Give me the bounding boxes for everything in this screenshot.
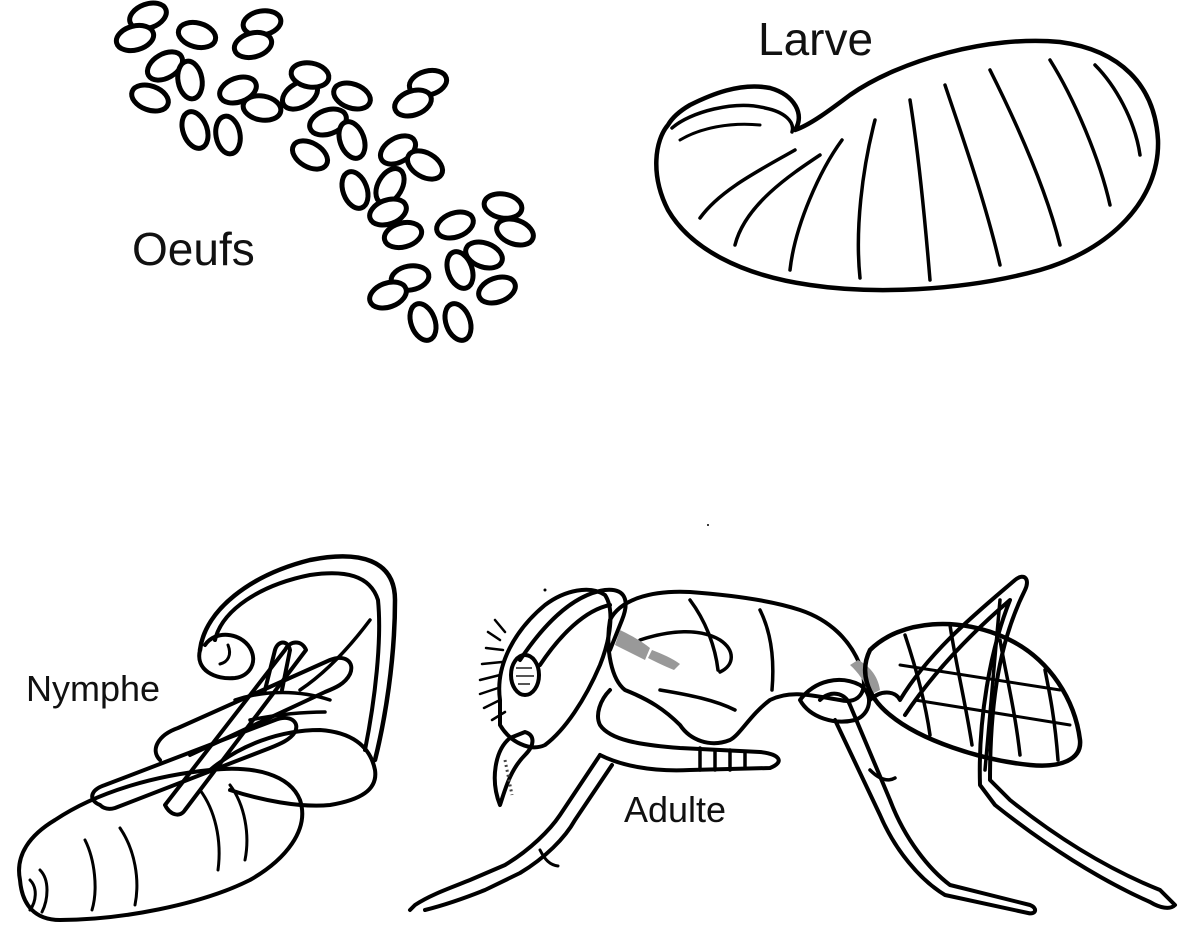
egg <box>128 80 172 116</box>
egg <box>288 135 333 175</box>
egg <box>232 28 275 61</box>
egg <box>177 108 213 152</box>
pupa-icon <box>19 556 395 920</box>
eggs-label: Oeufs <box>132 226 255 272</box>
egg <box>366 277 410 313</box>
egg <box>482 191 524 221</box>
egg <box>405 300 441 344</box>
egg <box>175 59 205 101</box>
egg <box>433 207 477 243</box>
egg <box>213 114 243 156</box>
egg <box>403 145 448 185</box>
egg <box>337 168 373 212</box>
egg <box>241 93 283 123</box>
larva-label: Larve <box>758 16 873 62</box>
adult-ant-icon <box>410 524 1175 913</box>
egg <box>114 21 157 54</box>
egg <box>493 214 537 250</box>
egg <box>391 85 435 121</box>
egg-cluster-icon <box>114 0 537 344</box>
egg <box>176 18 219 51</box>
pupa-label: Nymphe <box>26 671 160 707</box>
larva-icon <box>656 41 1158 290</box>
egg <box>440 300 476 344</box>
egg <box>475 272 519 308</box>
adult-label: Adulte <box>624 792 726 828</box>
egg <box>334 118 370 162</box>
